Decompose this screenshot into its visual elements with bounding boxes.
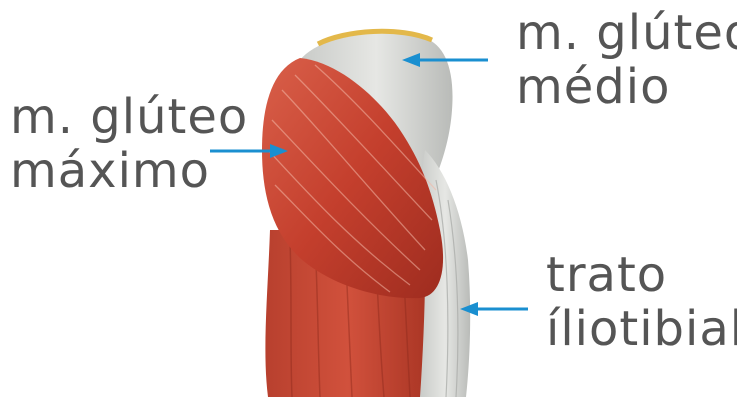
label-iliotibial-tract: trato íliotibial — [546, 248, 737, 356]
label-iliotibial-tract-line2: íliotibial — [546, 302, 737, 356]
label-gluteus-maximus-line1: m. glúteo — [10, 90, 248, 144]
label-gluteus-maximus-line2: máximo — [10, 144, 248, 198]
label-gluteus-medius-line2: médio — [516, 60, 737, 114]
label-gluteus-medius: m. glúteo médio — [516, 6, 737, 114]
label-iliotibial-tract-line1: trato — [546, 248, 737, 302]
label-gluteus-medius-line1: m. glúteo — [516, 6, 737, 60]
label-gluteus-maximus: m. glúteo máximo — [10, 90, 248, 198]
